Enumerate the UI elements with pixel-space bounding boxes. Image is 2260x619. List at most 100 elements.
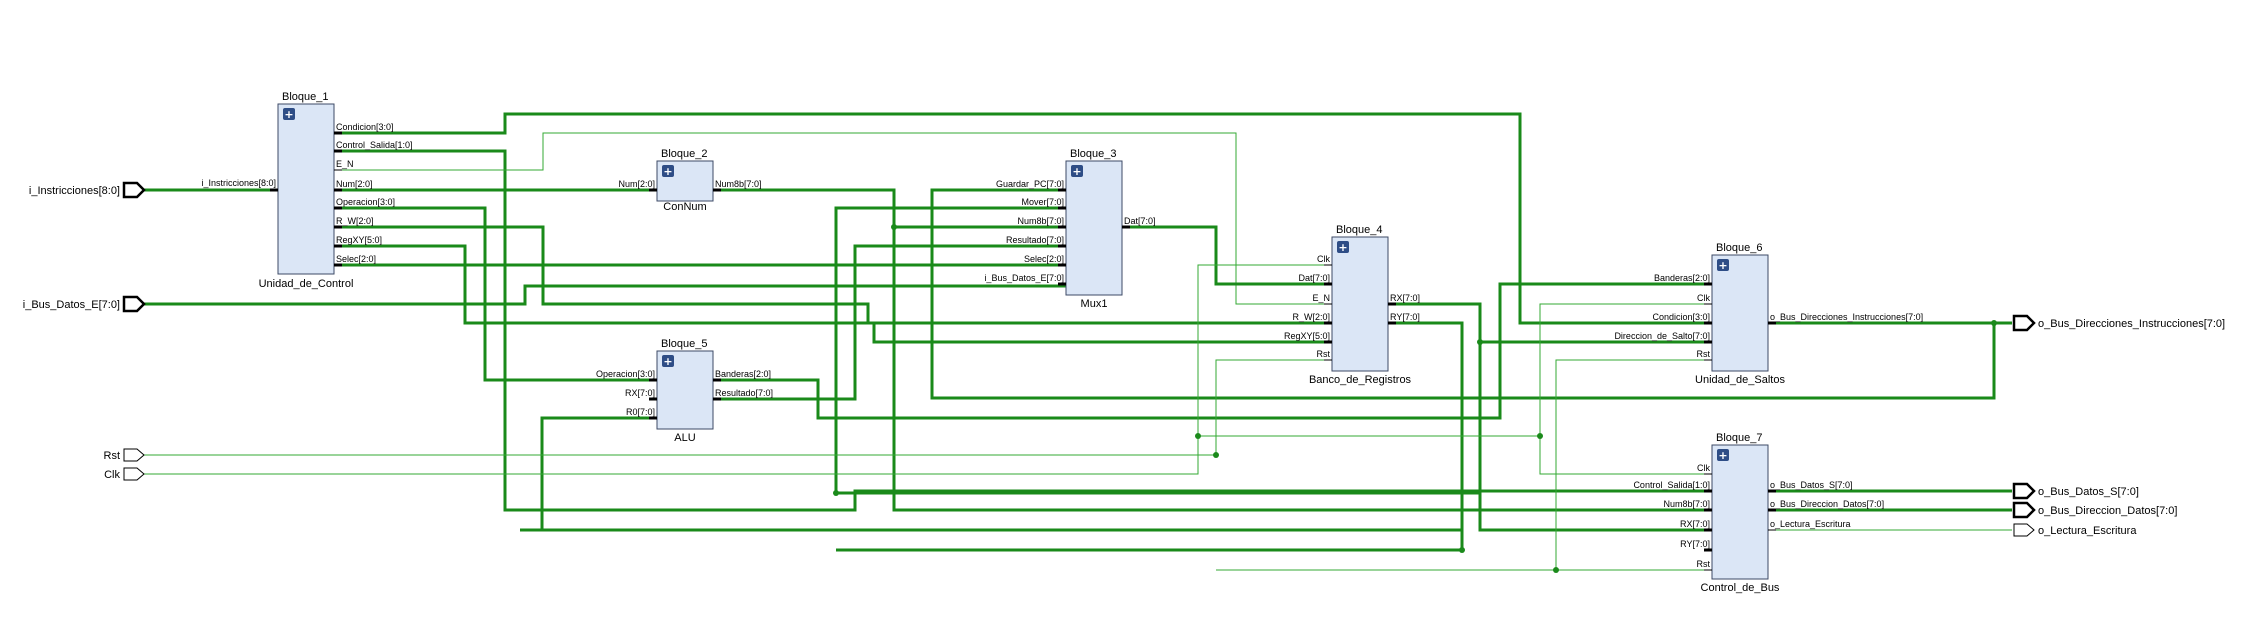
junction-dot <box>1991 320 1997 326</box>
output-port-dir-instr[interactable]: o_Bus_Direcciones_Instrucciones[7:0] <box>2012 314 2225 332</box>
junction-dot <box>1537 433 1543 439</box>
plus-icon-glyph: + <box>1718 259 1727 272</box>
input-port-rst[interactable]: Rst <box>104 448 145 462</box>
port-label: Num[2:0] <box>618 179 655 189</box>
port-label: Banderas[2:0] <box>1654 273 1710 283</box>
port-label: Dat[7:0] <box>1124 216 1156 226</box>
port-label: i_Instricciones[8:0] <box>201 178 276 188</box>
port-label: RX[7:0] <box>625 388 655 398</box>
wire-operacion[interactable] <box>334 206 664 382</box>
block-type-label: Control_de_Bus <box>1701 582 1780 594</box>
expand-plus-icon[interactable] <box>1717 259 1729 271</box>
wire-e-n[interactable] <box>334 132 1332 305</box>
expand-plus-icon[interactable] <box>1717 449 1729 461</box>
wire-rx-mover[interactable] <box>834 206 1480 495</box>
block-alu[interactable]: Bloque_5 + Operacion[3:0] RX[7:0] R0[7:0… <box>596 338 773 444</box>
output-port-lectura[interactable]: o_Lectura_Escritura <box>2013 523 2137 537</box>
wire-regxy[interactable] <box>334 244 1332 344</box>
junction-dot <box>891 224 897 230</box>
input-port-instricciones[interactable]: i_Instricciones[8:0] <box>29 181 146 199</box>
port-label: Num[2:0] <box>336 179 373 189</box>
port-arrow-icon <box>2013 523 2035 537</box>
port-label: Resultado[7:0] <box>715 388 773 398</box>
expand-plus-icon[interactable] <box>1337 241 1349 253</box>
port-label: o_Bus_Direccion_Datos[7:0] <box>2038 505 2177 517</box>
port-arrow-icon <box>2012 501 2036 519</box>
port-label: Clk <box>1697 293 1710 303</box>
block-type-label: Mux1 <box>1081 298 1108 310</box>
block-unidad-de-control[interactable]: Bloque_1 + i_Instricciones[8:0] Condicio… <box>201 91 412 290</box>
wire-rx[interactable] <box>1380 302 1706 532</box>
port-label: o_Bus_Direccion_Datos[7:0] <box>1770 499 1884 509</box>
port-label: Rst <box>1697 349 1711 359</box>
port-label: R0[7:0] <box>626 407 655 417</box>
block-control-de-bus[interactable]: Bloque_7 + Clk Control_Salida[1:0] Num8b… <box>1633 432 1884 594</box>
port-label: Control_Salida[1:0] <box>336 140 413 150</box>
port-label: Rst <box>104 450 121 462</box>
block-type-label: Unidad_de_Saltos <box>1695 374 1785 386</box>
port-label: Guardar_PC[7:0] <box>996 179 1064 189</box>
block-type-label: Unidad_de_Control <box>259 278 354 290</box>
input-port-clk[interactable]: Clk <box>104 467 145 481</box>
block-instance-label: Bloque_3 <box>1070 148 1117 160</box>
port-label: Selec[2:0] <box>336 254 376 264</box>
output-port-bus-dir[interactable]: o_Bus_Direccion_Datos[7:0] <box>2012 501 2177 519</box>
port-label: Operacion[3:0] <box>596 369 655 379</box>
port-label: Condicion[3:0] <box>1652 312 1710 322</box>
port-label: Dat[7:0] <box>1298 273 1330 283</box>
port-label: Resultado[7:0] <box>1006 235 1064 245</box>
port-label: o_Lectura_Escritura <box>2038 525 2137 537</box>
wire-num8b-bus[interactable] <box>892 227 1706 512</box>
port-label: R_W[2:0] <box>1292 312 1330 322</box>
block-connum[interactable]: Bloque_2 + Num[2:0] Num8b[7:0] ConNum <box>618 148 761 213</box>
wire-bus-datos-e[interactable] <box>144 284 1074 306</box>
wire-clk-b6[interactable] <box>1198 303 1706 437</box>
wire-rst-b6[interactable] <box>1215 359 1706 571</box>
block-banco-de-registros[interactable]: Bloque_4 + Clk Dat[7:0] E_N R_W[2:0] Reg… <box>1284 224 1420 386</box>
port-label: Direccion_de_Salto[7:0] <box>1614 331 1710 341</box>
wire-banderas[interactable] <box>712 282 1706 420</box>
port-label: Clk <box>1317 254 1330 264</box>
wire-guardar-pc[interactable] <box>930 188 1996 400</box>
input-port-bus-datos-e[interactable]: i_Bus_Datos_E[7:0] <box>23 295 146 313</box>
port-arrow-icon <box>2012 482 2036 500</box>
port-label: Rst <box>1317 349 1331 359</box>
port-label: i_Bus_Datos_E[7:0] <box>23 299 120 311</box>
junction-dot <box>833 490 839 496</box>
plus-icon-glyph: + <box>284 108 293 121</box>
wire-r-w[interactable] <box>334 225 1332 325</box>
wire-clk[interactable] <box>144 264 1332 475</box>
port-label: Rst <box>1697 559 1711 569</box>
wire-clk-b7[interactable] <box>1539 436 1706 475</box>
port-label: Num8b[7:0] <box>715 179 762 189</box>
wire-control-salida[interactable] <box>334 149 1706 512</box>
block-type-label: ALU <box>674 432 695 444</box>
port-label: i_Bus_Datos_E[7:0] <box>984 273 1064 283</box>
block-body <box>277 103 335 275</box>
wire-ry-r0[interactable] <box>520 416 1462 550</box>
plus-icon-glyph: + <box>663 165 672 178</box>
wire-dat[interactable] <box>1120 225 1332 286</box>
plus-icon-glyph: + <box>1338 241 1347 254</box>
port-label: RY[7:0] <box>1390 312 1420 322</box>
port-label: RX[7:0] <box>1680 519 1710 529</box>
expand-plus-icon[interactable] <box>1071 165 1083 177</box>
block-body <box>1331 236 1389 372</box>
block-instance-label: Bloque_2 <box>661 148 708 160</box>
junction-dot <box>1477 339 1483 345</box>
port-label: RY[7:0] <box>1680 539 1710 549</box>
port-label: Condicion[3:0] <box>336 122 394 132</box>
port-arrow-icon <box>2012 314 2036 332</box>
plus-icon-glyph: + <box>1072 165 1081 178</box>
port-label: Operacion[3:0] <box>336 197 395 207</box>
output-port-bus-s[interactable]: o_Bus_Datos_S[7:0] <box>2012 482 2139 500</box>
wire-condicion[interactable] <box>334 112 1706 325</box>
expand-plus-icon[interactable] <box>283 108 295 120</box>
junction-dot <box>1553 567 1559 573</box>
block-mux1[interactable]: Bloque_3 + Guardar_PC[7:0] Mover[7:0] Nu… <box>984 148 1155 310</box>
block-unidad-de-saltos[interactable]: Bloque_6 + Banderas[2:0] Clk Condicion[3… <box>1614 242 1923 386</box>
expand-plus-icon[interactable] <box>662 165 674 177</box>
expand-plus-icon[interactable] <box>662 355 674 367</box>
block-type-label: Banco_de_Registros <box>1309 374 1412 386</box>
